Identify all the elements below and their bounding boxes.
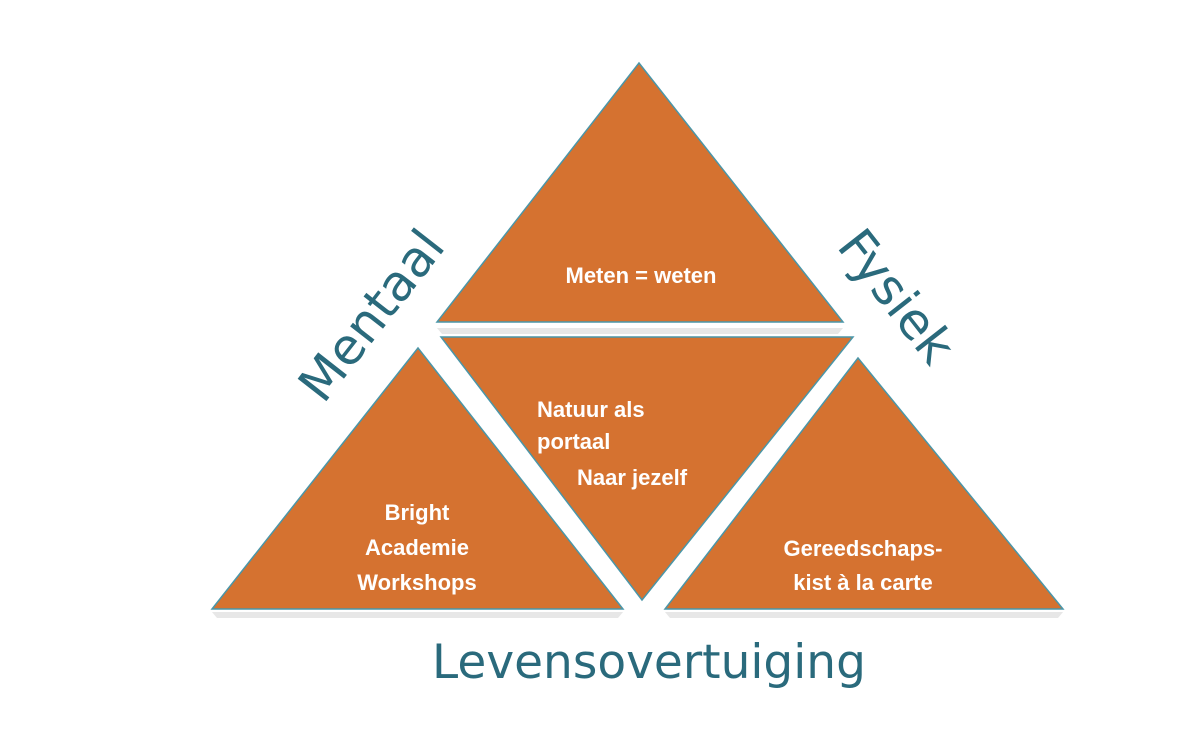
left-triangle-label-1: Bright — [385, 500, 450, 525]
middle-triangle-label-3: Naar jezelf — [577, 465, 688, 490]
top-triangle — [435, 61, 845, 323]
middle-triangle-label-2: portaal — [537, 429, 610, 454]
left-triangle-shadow — [212, 612, 623, 618]
right-triangle — [663, 356, 1065, 610]
right-triangle-label-2: kist à la carte — [793, 570, 932, 595]
base-label: Levensovertuiging — [432, 635, 866, 690]
left-triangle-label-2: Academie — [365, 535, 469, 560]
side-label-right: Fysiek — [826, 218, 966, 375]
left-triangle — [210, 346, 625, 610]
left-triangle-label-3: Workshops — [357, 570, 476, 595]
top-triangle-shadow — [437, 328, 843, 334]
middle-triangle-label-1: Natuur als — [537, 397, 645, 422]
right-triangle-label-1: Gereedschaps- — [784, 536, 943, 561]
middle-triangle — [439, 336, 855, 602]
top-triangle-label: Meten = weten — [566, 263, 717, 288]
right-triangle-shadow — [665, 612, 1063, 618]
